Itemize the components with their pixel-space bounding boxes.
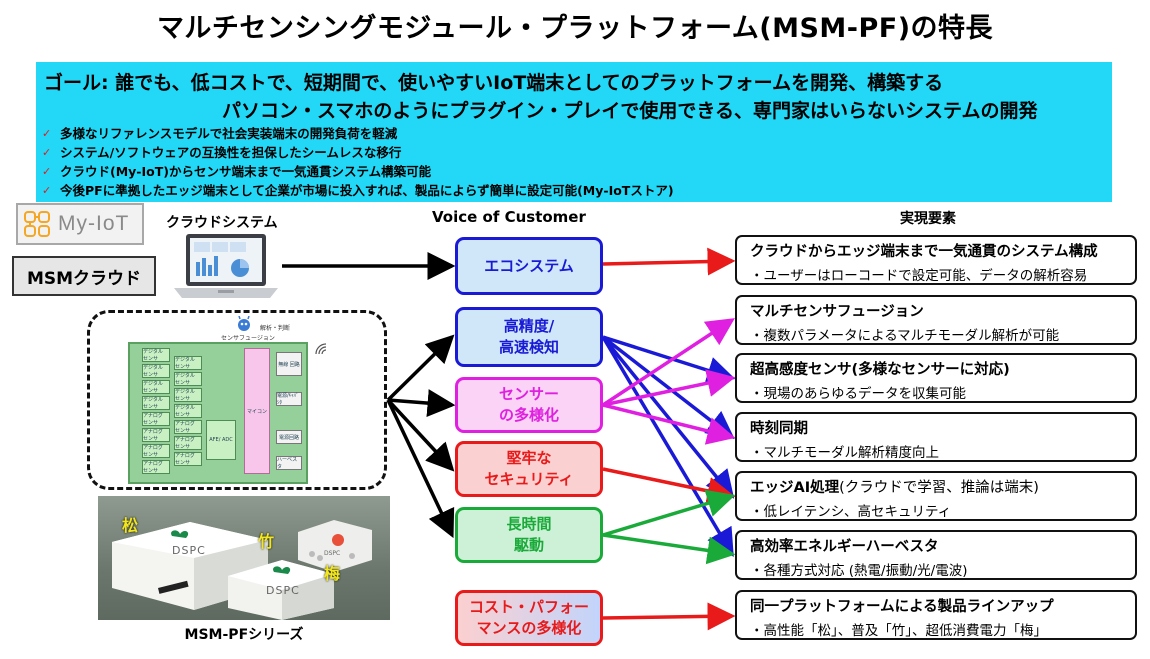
element-cloud-edge: クラウドからエッジ端末まで一気通貫のシステム構成 ・ユーザーはローコードで設定可… [735, 235, 1137, 285]
voc-high-precision: 高精度/ 高速検知 [455, 307, 603, 367]
product-tag-take: 竹 [258, 532, 275, 551]
board-chip-digital: デジタル センサ [142, 348, 170, 362]
black-arrow [386, 334, 455, 402]
goal-bullet: ✓今後PFに準拠したエッジ端末として企業が市場に投入すれば、製品によらず簡単に設… [42, 183, 674, 198]
check-icon: ✓ [42, 146, 52, 159]
network-icon [24, 211, 50, 237]
board-chip-afe: AFE/ ADC [206, 420, 236, 460]
device-illustration [112, 520, 372, 620]
goal-line-2: パソコン・スマホのようにプラグイン・プレイで使用できる、専門家はいらないシステム… [222, 100, 1038, 122]
device-brand-label: DSPC [266, 584, 300, 597]
laptop-dashboard-icon [174, 234, 278, 298]
voc-ecosystem: エコシステム [455, 237, 603, 295]
red-arrow [602, 247, 736, 276]
board-chip-power-circuit: 電源回路 [276, 430, 302, 444]
element-energy-harvester: 高効率エネルギーハーベスタ ・各種方式対応 (熱電/振動/光/電波) [735, 530, 1137, 580]
product-caption: MSM-PFシリーズ [184, 627, 304, 643]
product-tag-matsu: 松 [122, 516, 139, 535]
board-chip-analog: アナログ センサ [174, 420, 202, 434]
board-chip-digital: デジタル センサ [142, 364, 170, 378]
product-photo: DSPC DSPC DSPC 松 竹 梅 [98, 496, 390, 620]
elements-header: 実現要素 [900, 211, 956, 227]
element-time-sync: 時刻同期 ・マルチモーダル解析精度向上 [735, 412, 1137, 462]
goal-panel: ゴール: 誰でも、低コストで、短期間で、使いやすいIoT端末としてのプラットフォ… [36, 62, 1112, 202]
black-arrow [386, 399, 455, 539]
blue-arrow [601, 336, 734, 558]
analysis-label: 解析・判断 [260, 325, 291, 332]
voc-sensor-diversity: センサー の多様化 [455, 377, 603, 433]
board-chip-analog: アナログ センサ [142, 460, 170, 474]
product-tag-ume: 梅 [324, 564, 341, 583]
my-iot-logo-text: My-IoT [58, 212, 130, 235]
board-chip-analog: アナログ センサ [142, 428, 170, 442]
magenta-arrow [602, 318, 735, 407]
green-arrow [602, 489, 736, 537]
board-chip-wireless: 無線 回路 [276, 352, 302, 376]
board-chip-digital: デジタル センサ [174, 388, 202, 402]
board-chip-analog: アナログ センサ [142, 412, 170, 426]
board-chip-digital: デジタル センサ [142, 380, 170, 394]
goal-line-1: ゴール: 誰でも、低コストで、短期間で、使いやすいIoT端末としてのプラットフォ… [44, 72, 944, 94]
element-product-lineup: 同一プラットフォームによる製品ラインアップ ・高性能「松」、普及「竹」、超低消費… [735, 590, 1137, 640]
check-icon: ✓ [42, 184, 52, 197]
page-title: マルチセンシングモジュール・プラットフォーム(MSM-PF)の特長 [156, 13, 994, 44]
goal-bullet: ✓システム/ソフトウェアの互換性を担保したシームレスな移行 [42, 145, 402, 160]
board-chip-analog: アナログ センサ [142, 444, 170, 458]
device-brand-label: DSPC [324, 550, 341, 557]
board-chip-harvester: ハーベスタ [276, 456, 302, 470]
black-arrow [387, 389, 456, 418]
green-arrow [602, 533, 736, 565]
wireless-icon [315, 343, 327, 355]
magenta-arrow [602, 403, 736, 445]
voc-cost-performance: コスト・パフォー マンスの多様化 [455, 590, 603, 646]
element-sensor-fusion: マルチセンサフュージョン ・複数パラメータによるマルチモーダル解析が可能 [735, 295, 1137, 345]
voc-security: 堅牢な セキュリティ [455, 441, 603, 497]
blue-arrow [601, 335, 735, 499]
voc-header: Voice of Customer [432, 208, 586, 226]
device-brand-label: DSPC [172, 544, 206, 557]
black-arrow [386, 398, 455, 472]
red-arrow [602, 602, 736, 631]
element-edge-ai: エッジAI処理(クラウドで学習、推論は端末) ・低レイテンシ、高セキュリティ [735, 471, 1137, 521]
goal-bullet-list: ✓多様なリファレンスモデルで社会実装端末の開発負荷を軽減 ✓システム/ソフトウェ… [42, 124, 674, 200]
mascot-icon [238, 316, 250, 331]
board-chip-digital: デジタル センサ [174, 356, 202, 370]
board-chip-digital: デジタル センサ [142, 396, 170, 410]
element-high-sensitivity: 超高感度センサ(多様なセンサーに対応) ・現場のあらゆるデータを収集可能 [735, 353, 1137, 403]
magenta-arrow [602, 369, 736, 407]
board-chip-analog: アナログ センサ [174, 452, 202, 466]
goal-bullet: ✓多様なリファレンスモデルで社会実装端末の開発負荷を軽減 [42, 126, 398, 141]
cloud-system-label: クラウドシステム [166, 215, 278, 231]
sensor-fusion-label: センサフュージョン [221, 335, 275, 342]
board-chip-mcu: マイコン [244, 348, 270, 474]
my-iot-logo: My-IoT [16, 203, 144, 245]
board-chip-digital: デジタル センサ [174, 404, 202, 418]
board-chip-digital: デジタル センサ [174, 372, 202, 386]
board-chip-analog: アナログ センサ [174, 436, 202, 450]
board-chip-power-box: 電源/ｷｬﾊﾟｼﾀ [276, 392, 302, 406]
sensing-module-frame [87, 310, 387, 490]
voc-long-runtime: 長時間 駆動 [455, 507, 603, 563]
goal-bullet: ✓クラウド(My-IoT)からセンサ端末まで一気通貫システム構築可能 [42, 164, 432, 179]
msm-cloud-box: MSMクラウド [12, 256, 156, 296]
check-icon: ✓ [42, 127, 52, 140]
check-icon: ✓ [42, 165, 52, 178]
